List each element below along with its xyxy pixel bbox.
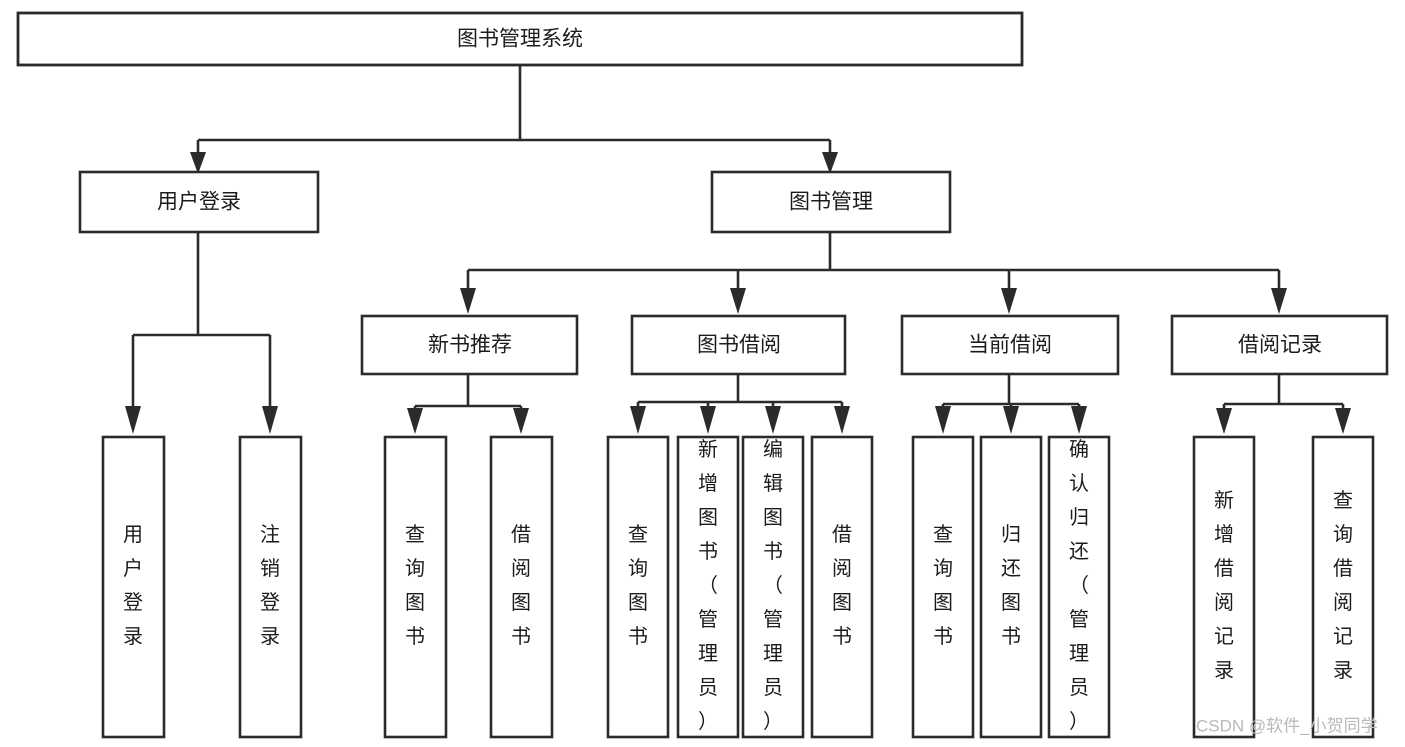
arrow-bookmanage-child-1 [460, 288, 476, 314]
leaf-edit-book-admin-label: 编辑图书（管理员） [763, 438, 783, 733]
leaf-add-book-admin-box[interactable] [676, 435, 740, 739]
node-user-login[interactable]: 用户登录 [78, 170, 320, 234]
arrow-root-to-userlogin [190, 152, 206, 174]
arrow-currentborrow-leaf-3 [1071, 406, 1087, 434]
leaf-logout-login[interactable]: 注销登录 [238, 435, 303, 739]
user-login-label: 用户登录 [157, 191, 241, 214]
leaf-query-book-3-box[interactable] [911, 435, 975, 739]
book-manage-box[interactable] [710, 170, 952, 234]
leaf-query-book-1-label: 查询图书 [405, 523, 425, 648]
arrow-root-to-bookmanage [822, 152, 838, 174]
arrow-bookborrow-leaf-2 [700, 406, 716, 434]
node-book-borrow[interactable]: 图书借阅 [630, 314, 847, 376]
book-manage-label: 图书管理 [789, 191, 873, 214]
leaf-borrow-book-1-label: 借阅图书 [511, 523, 531, 648]
current-borrow-box[interactable] [900, 314, 1120, 376]
user-login-box[interactable] [78, 170, 320, 234]
leaf-query-book-3[interactable]: 查询图书 [911, 435, 975, 739]
leaf-query-book-2-box[interactable] [606, 435, 670, 739]
node-borrow-record[interactable]: 借阅记录 [1170, 314, 1389, 376]
arrow-bookmanage-child-3 [1001, 288, 1017, 314]
connector-layer [125, 65, 1351, 434]
leaf-add-book-admin-label: 新增图书（管理员） [698, 438, 718, 733]
leaf-borrow-book-2-label: 借阅图书 [832, 523, 852, 648]
arrow-newbook-leaf-1 [407, 408, 423, 434]
leaf-query-borrow-record[interactable]: 查询借阅记录 [1311, 435, 1375, 739]
node-root[interactable]: 图书管理系统 [16, 11, 1024, 67]
leaf-return-book-box[interactable] [979, 435, 1043, 739]
leaf-add-borrow-record[interactable]: 新增借阅记录 [1192, 435, 1256, 739]
new-book-recommend-label: 新书推荐 [428, 334, 512, 357]
leaf-confirm-return-admin-label: 确认归还（管理员） [1069, 438, 1089, 733]
arrow-currentborrow-leaf-2 [1003, 406, 1019, 434]
arrow-bookborrow-leaf-1 [630, 406, 646, 434]
leaf-logout-login-box[interactable] [238, 435, 303, 739]
arrow-currentborrow-leaf-1 [935, 406, 951, 434]
new-book-recommend-box[interactable] [360, 314, 579, 376]
leaf-confirm-return-admin-box[interactable] [1047, 435, 1111, 739]
leaf-query-book-1-box[interactable] [383, 435, 448, 739]
leaf-add-borrow-record-label: 新增借阅记录 [1214, 489, 1234, 682]
leaf-borrow-book-1-box[interactable] [489, 435, 554, 739]
leaf-user-login[interactable]: 用户登录 [101, 435, 166, 739]
arrow-borrowrecord-leaf-1 [1216, 408, 1232, 434]
arrow-userlogin-leaf-1 [125, 406, 141, 434]
node-book-manage[interactable]: 图书管理 [710, 170, 952, 234]
arrow-newbook-leaf-2 [513, 408, 529, 434]
leaf-query-book-2[interactable]: 查询图书 [606, 435, 670, 739]
leaf-confirm-return-admin[interactable]: 确认归还（管理员） [1047, 435, 1111, 739]
leaf-add-borrow-record-box[interactable] [1192, 435, 1256, 739]
csdn-watermark: CSDN @软件_小贺同学 [1196, 716, 1378, 735]
root-box[interactable] [16, 11, 1024, 67]
arrow-userlogin-leaf-2 [262, 406, 278, 434]
leaf-borrow-book-1[interactable]: 借阅图书 [489, 435, 554, 739]
leaf-borrow-book-2[interactable]: 借阅图书 [810, 435, 874, 739]
borrow-record-label: 借阅记录 [1238, 334, 1322, 357]
leaf-borrow-book-2-box[interactable] [810, 435, 874, 739]
leaf-query-book-1[interactable]: 查询图书 [383, 435, 448, 739]
arrow-bookmanage-child-2 [730, 288, 746, 314]
leaf-logout-login-label: 注销登录 [260, 523, 280, 648]
leaf-add-book-admin[interactable]: 新增图书（管理员） [676, 435, 740, 739]
current-borrow-label: 当前借阅 [968, 334, 1052, 357]
book-borrow-label: 图书借阅 [697, 334, 781, 357]
leaf-return-book-label: 归还图书 [1001, 523, 1021, 648]
arrow-bookmanage-child-4 [1271, 288, 1287, 314]
leaf-edit-book-admin[interactable]: 编辑图书（管理员） [741, 435, 805, 739]
arrow-borrowrecord-leaf-2 [1335, 408, 1351, 434]
node-new-book-recommend[interactable]: 新书推荐 [360, 314, 579, 376]
arrow-bookborrow-leaf-3 [765, 406, 781, 434]
leaf-query-book-2-label: 查询图书 [628, 523, 648, 648]
leaf-user-login-label: 用户登录 [123, 524, 143, 648]
leaf-query-book-3-label: 查询图书 [933, 523, 953, 648]
leaf-return-book[interactable]: 归还图书 [979, 435, 1043, 739]
leaf-edit-book-admin-box[interactable] [741, 435, 805, 739]
node-current-borrow[interactable]: 当前借阅 [900, 314, 1120, 376]
root-label: 图书管理系统 [457, 28, 583, 51]
leaf-user-login-box[interactable] [101, 435, 166, 739]
leaf-query-borrow-record-label: 查询借阅记录 [1333, 489, 1353, 682]
leaf-query-borrow-record-box[interactable] [1311, 435, 1375, 739]
book-borrow-box[interactable] [630, 314, 847, 376]
borrow-record-box[interactable] [1170, 314, 1389, 376]
arrow-bookborrow-leaf-4 [834, 406, 850, 434]
